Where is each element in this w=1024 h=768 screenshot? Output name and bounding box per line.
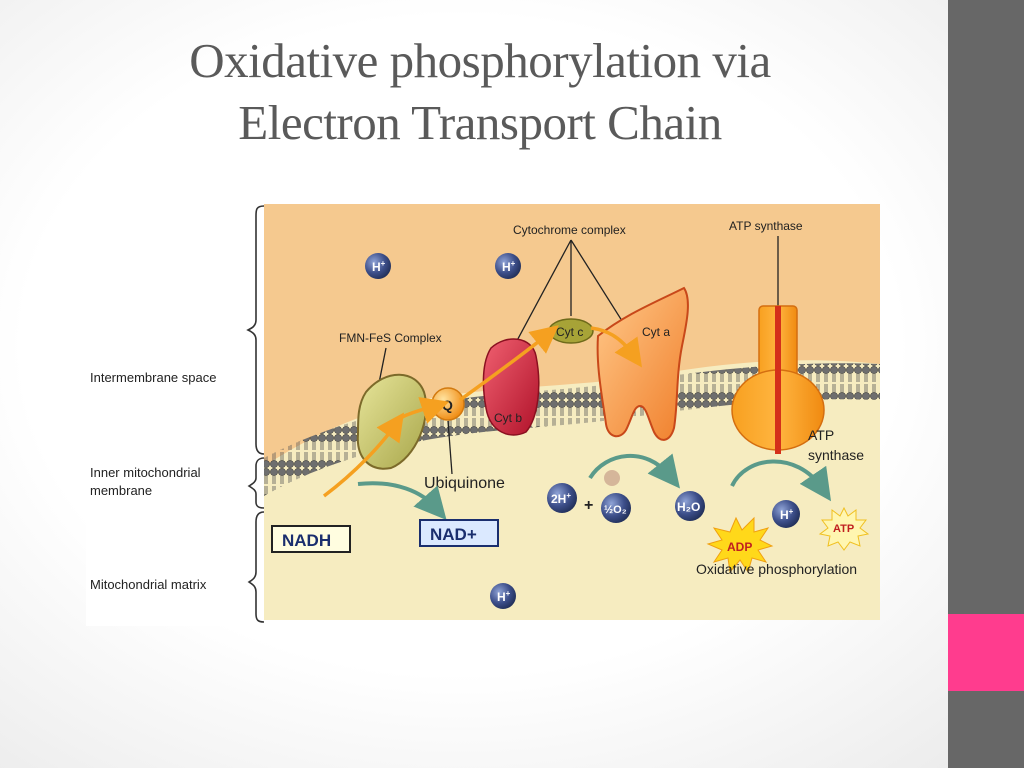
plus-sign: + [584, 497, 593, 514]
svg-text:H+: H+ [497, 589, 511, 604]
electron-flow-arrows [322, 325, 643, 498]
adp-label: ADP [727, 540, 752, 554]
ubiquinone-label: Ubiquinone [424, 475, 505, 492]
atp-synthesis-arrow [730, 459, 832, 502]
cyt-b-label: Cyt b [494, 411, 522, 425]
ubiquinone-q: Q [431, 387, 465, 421]
label-inner-membrane-2: membrane [90, 483, 152, 498]
hplus-ion-3: H+ [772, 500, 800, 528]
svg-text:Q: Q [442, 397, 453, 413]
atp-label: ATP [833, 523, 854, 535]
cytochrome-complex-label: Cytochrome complex [513, 223, 626, 237]
svg-text:H+: H+ [372, 259, 386, 274]
water-molecule: H₂O [675, 491, 705, 521]
two-h-plus: 2H+ [547, 483, 577, 513]
nad-label: NAD+ [430, 525, 477, 544]
inner-membrane-bilayer [264, 363, 880, 496]
svg-text:H+: H+ [502, 259, 516, 274]
cyt-a-label: Cyt a [642, 325, 670, 339]
atp-synthase-label-1: ATP [808, 427, 834, 443]
hplus-ion-1: H+ [365, 253, 391, 279]
slide-title: Oxidative phosphorylation via Electron T… [100, 30, 860, 154]
atp-synthase-complex [731, 305, 825, 454]
atp-synthase-label-2: synthase [808, 447, 864, 463]
oxygen-dot [604, 470, 620, 486]
sidebar-accent [948, 614, 1024, 691]
label-inner-membrane-1: Inner mitochondrial [90, 465, 201, 480]
nadh-to-nad-arrow [357, 481, 447, 521]
atp-burst [818, 506, 870, 551]
bracket-membrane [247, 457, 265, 509]
bracket-matrix [247, 511, 265, 623]
ubiquinone-pointer [447, 420, 453, 475]
adp-burst [706, 516, 774, 574]
etc-diagram: Intermembrane space Inner mitochondrial … [86, 196, 882, 626]
svg-text:2H+: 2H+ [551, 491, 571, 506]
bracket-intermembrane [246, 205, 265, 455]
label-intermembrane: Intermembrane space [90, 370, 216, 385]
oxygen-reduction-arrow [588, 453, 681, 489]
cyt-c-label: Cyt c [556, 325, 583, 339]
oxidative-phosphorylation-caption: Oxidative phosphorylation [696, 561, 857, 577]
hplus-ion-2: H+ [495, 253, 521, 279]
fmn-label: FMN-FeS Complex [339, 331, 442, 345]
slide-title-line-1: Oxidative phosphorylation via [189, 33, 771, 88]
atp-synthase-top-label: ATP synthase [729, 219, 803, 233]
label-column-bg [86, 196, 266, 626]
svg-text:½O₂: ½O₂ [604, 504, 627, 516]
nad-box [419, 519, 499, 547]
svg-text:H+: H+ [780, 507, 794, 522]
nadh-label: NADH [282, 531, 331, 550]
slide-title-line-2: Electron Transport Chain [238, 95, 722, 150]
cyt-a-complex [596, 286, 689, 441]
hplus-ion-4: H+ [490, 583, 516, 609]
label-matrix: Mitochondrial matrix [90, 577, 207, 592]
half-oxygen: ½O₂ [601, 493, 631, 523]
svg-text:H₂O: H₂O [677, 500, 700, 514]
cyt-b-complex [482, 338, 540, 436]
nadh-box [271, 525, 351, 553]
